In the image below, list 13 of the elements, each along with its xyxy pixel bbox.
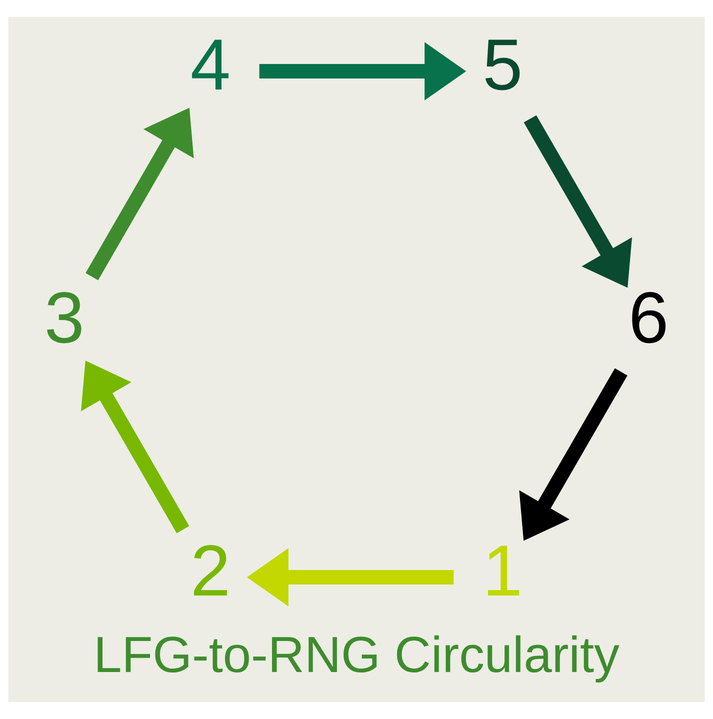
arrow — [259, 42, 466, 100]
arrow — [246, 548, 454, 606]
node-text: 4 — [190, 25, 231, 106]
arrow — [524, 115, 632, 288]
node-text: 2 — [190, 531, 231, 612]
diagram-title: LFG-to-RNG Circularity — [94, 626, 620, 683]
node-text: 1 — [482, 531, 523, 612]
arrow — [80, 360, 190, 534]
node-text: 6 — [628, 278, 669, 358]
arrow — [86, 108, 194, 280]
node-text: 5 — [482, 25, 523, 106]
arrow — [519, 368, 628, 541]
node-text: 3 — [44, 278, 84, 358]
